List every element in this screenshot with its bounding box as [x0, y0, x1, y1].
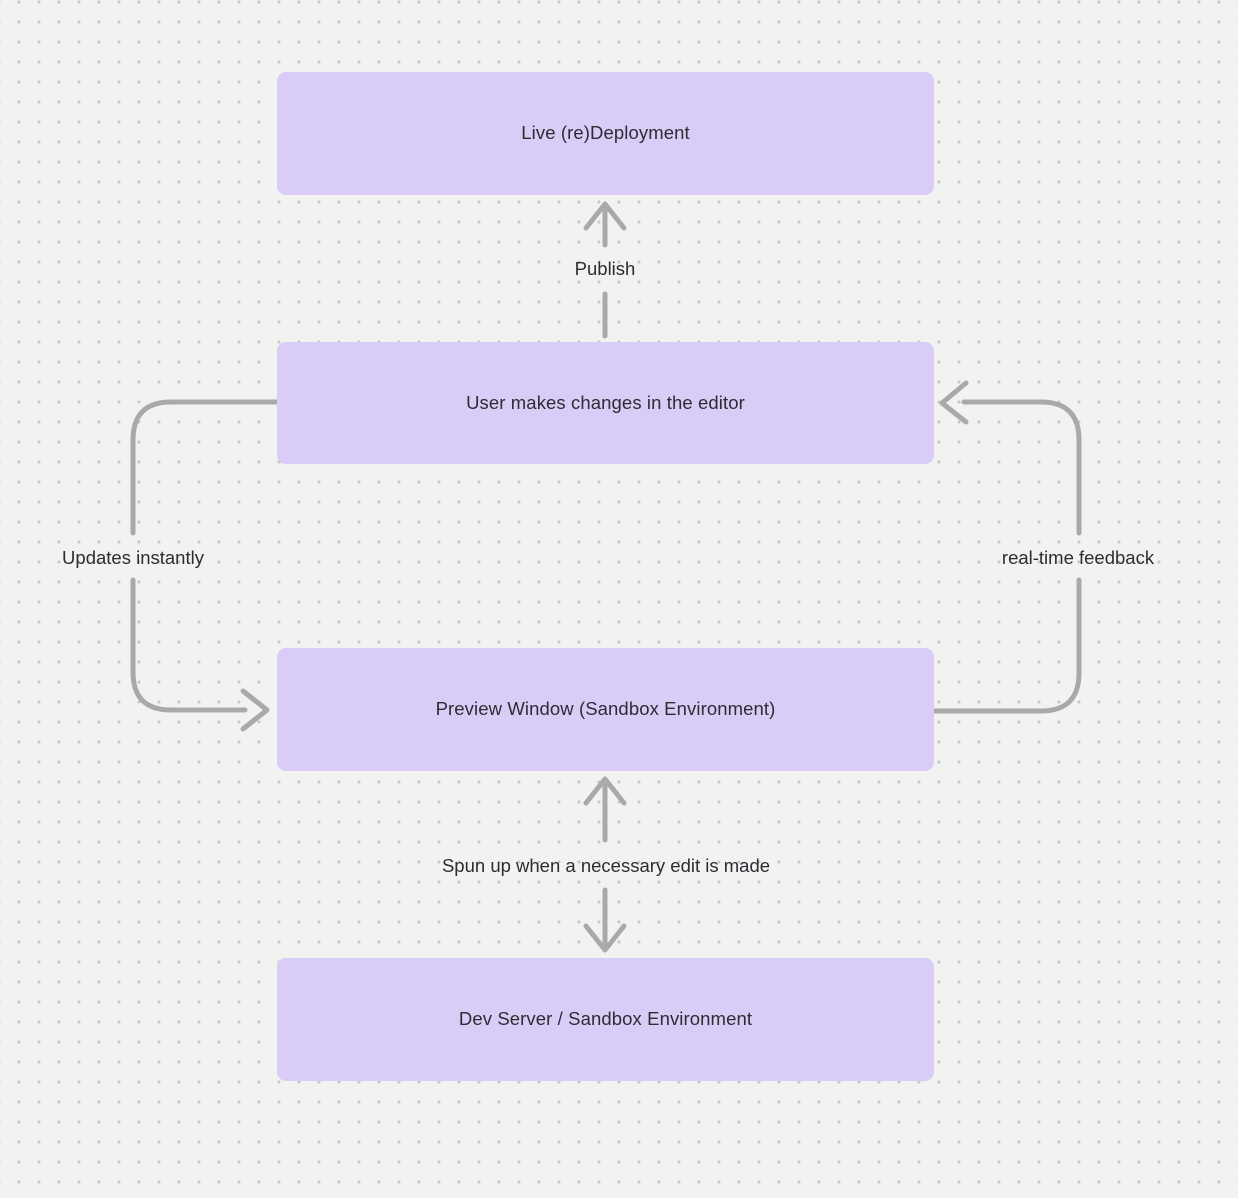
node-preview-window[interactable]: Preview Window (Sandbox Environment): [277, 648, 934, 771]
node-live-deployment[interactable]: Live (re)Deployment: [277, 72, 934, 195]
node-dev-server-label: Dev Server / Sandbox Environment: [458, 1008, 753, 1030]
node-preview-window-label: Preview Window (Sandbox Environment): [435, 698, 776, 720]
edge-label-spun-up: Spun up when a necessary edit is made: [441, 855, 771, 876]
node-editor-changes-label: User makes changes in the editor: [466, 391, 745, 413]
edge-label-real-time-feedback: real-time feedback: [1001, 547, 1155, 568]
node-dev-server[interactable]: Dev Server / Sandbox Environment: [277, 958, 934, 1081]
edge-label-updates-instantly: Updates instantly: [62, 547, 204, 568]
edge-label-publish: Publish: [574, 258, 636, 279]
node-editor-changes[interactable]: User makes changes in the editor: [277, 342, 934, 464]
node-live-deployment-label: Live (re)Deployment: [521, 122, 690, 144]
